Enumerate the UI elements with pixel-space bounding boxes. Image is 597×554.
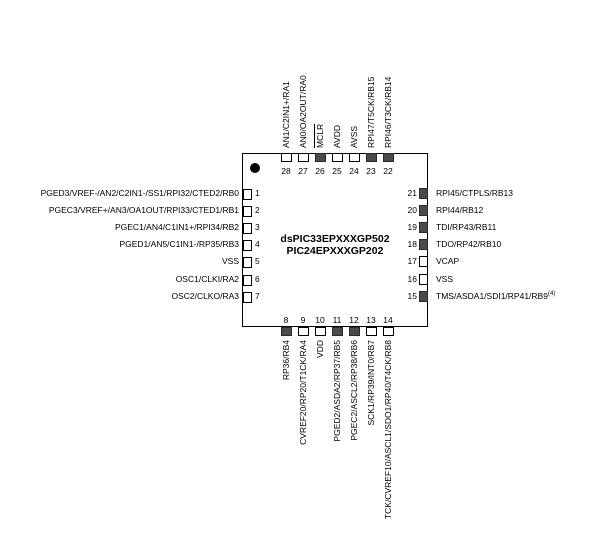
pin-label-text: TDO/RP42/RB10 [436,239,502,249]
pin-label: RP36/RB4 [281,340,291,381]
pin-label: PGEC1/AN4/C1IN1+/RPI34/RB2 [114,222,239,232]
pin-label: OSC2/CLKO/RA3 [171,291,239,301]
pin-label: PGED3/VREF-/AN2/C2IN1-/SS1/RPI32/CTED2/R… [40,188,239,198]
pin-number: 23 [366,166,376,176]
pin-label: PGED2/ASDA2/RP37/RB5 [332,340,342,442]
pin-label: RPI45/CTPLS/RB13 [436,188,513,198]
pin-label: AN0/OA2OUT/RA0 [298,75,308,148]
pin-label-text: RPI45/CTPLS/RB13 [436,188,514,198]
pin-label: RPI44/RB12 [436,205,483,215]
pin-pad [419,290,428,302]
pin-number: 21 [407,188,417,198]
pin-pad [243,291,252,303]
pin-pad [331,327,343,336]
pin-number: 2 [255,205,260,215]
pin-number: 7 [255,291,260,301]
pin-pad [314,153,326,162]
pin-pad [331,153,343,162]
pin-label: AN1/C2IN1+/RA1 [281,81,291,148]
pin-pad [243,239,252,251]
pin-label: AVDD [332,125,342,148]
pin-pad [243,222,252,234]
chip-body [242,153,428,327]
pin-label: CVREF20/RP20/T1CK/RA4 [298,340,308,445]
pin-number: 14 [383,315,393,325]
pin-label: VSS [436,274,453,284]
pin-pad [243,274,252,286]
pin1-indicator-dot [250,163,260,173]
pin-number: 15 [407,291,417,301]
pin-number: 5 [255,256,260,266]
pin-pad [382,153,394,162]
pin-label: VDD [315,340,325,358]
pin-pad [348,327,360,336]
pin-number: 17 [407,256,417,266]
pin-label: PGED1/AN5/C1IN1-/RP35/RB3 [119,239,239,249]
pin-pad [365,153,377,162]
pin-pad [243,188,252,200]
pin-label-text: VSS [436,274,454,284]
pin-number: 3 [255,222,260,232]
pin-label: SCK1/RP39/INT0/RB7 [366,340,376,426]
pin-pad [297,327,309,336]
pin-pad [280,327,292,336]
pin-number: 26 [315,166,325,176]
pin-pad [365,327,377,336]
pin-pad [243,205,252,217]
pin-number: 20 [407,205,417,215]
pin-pad [419,221,428,233]
pin-label: TDO/RP42/RB10 [436,239,501,249]
pin-label: TMS/ASDA1/SDI1/RP41/RB9(4) [436,291,555,301]
pin-label: OSC1/CLKI/RA2 [175,274,239,284]
pin-number: 24 [349,166,359,176]
pin-label: PGEC3/VREF+/AN3/OA1OUT/RPI33/CTED1/RB1 [48,205,239,215]
pin-pad [280,153,292,162]
pin-pad [314,327,326,336]
pin-pad [419,238,428,250]
pin-pad [419,204,428,216]
pin-label-text: VCAP [436,256,460,266]
pin-number: 13 [366,315,376,325]
pin-pad [419,273,428,285]
pin-pad [243,256,252,268]
pin-pad [348,153,360,162]
pin-label: AVSS [349,125,359,148]
pin-label: TCK/CVREF10/ASCL1/SDO1/RP40/T4CK/RB8 [383,340,393,520]
pin-number: 25 [332,166,342,176]
pin-label: VCAP [436,256,459,266]
pin-label-text: RPI44/RB12 [436,205,484,215]
pin-label: RPI47/T5CK/RB15 [366,76,376,148]
pin-label: TDI/RP43/RB11 [436,222,496,232]
pin-pad [382,327,394,336]
pin-label-text: TMS/ASDA1/SDI1/RP41/RB9 [436,291,548,301]
pin-number: 18 [407,239,417,249]
pin-number: 27 [298,166,308,176]
pin-label: VSS [221,256,239,266]
pin-number: 8 [283,315,289,325]
pin-label: MCLR [315,123,325,148]
pin-label: PGEC2/ASCL2/RP38/RB6 [349,340,359,441]
pin-number: 10 [315,315,325,325]
pin-pad [419,255,428,267]
pin-number: 9 [300,315,306,325]
pin-number: 16 [407,274,417,284]
pin-note: (4) [547,291,556,298]
device-title-2: PIC24EPXXXGP202 [286,245,384,257]
pin-number: 19 [407,222,417,232]
pin-label: RPI46/T3CK/RB14 [383,76,393,148]
pin-number: 11 [332,315,342,325]
pin-number: 22 [383,166,393,176]
pin-number: 4 [255,239,260,249]
pin-number: 12 [349,315,359,325]
device-title-1: dsPIC33EPXXXGP502 [280,233,390,245]
pin-number: 28 [281,166,291,176]
pin-pad [297,153,309,162]
pin-number: 6 [255,274,260,284]
pin-number: 1 [255,188,260,198]
pin-pad [419,187,428,199]
pin-label-text: TDI/RP43/RB11 [436,222,497,232]
